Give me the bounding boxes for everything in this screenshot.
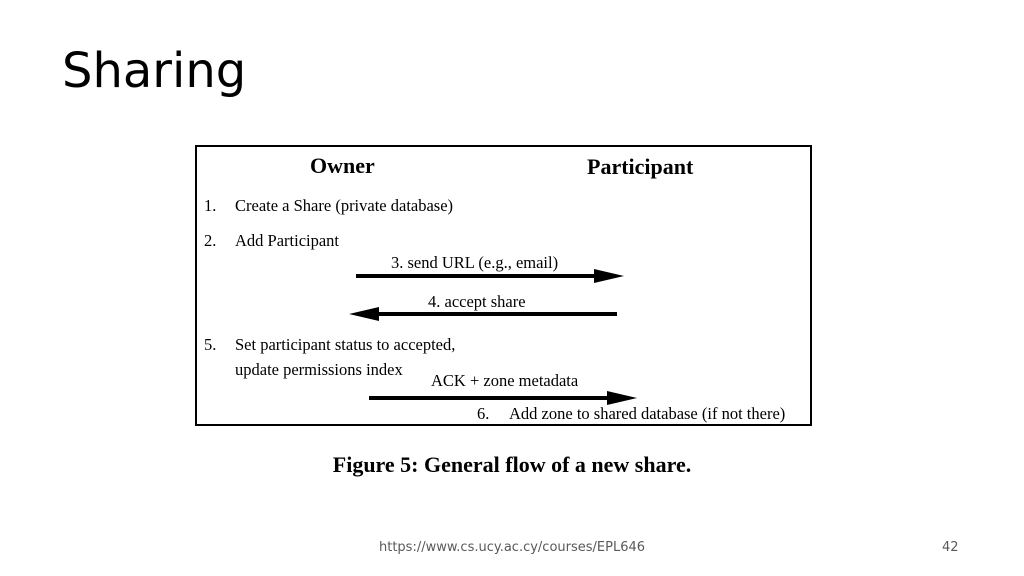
- page-number: 42: [942, 540, 959, 555]
- step2-text: Add Participant: [235, 231, 340, 250]
- accept-share-arrow: [349, 307, 617, 321]
- step3-label: 3. send URL (e.g., email): [391, 253, 559, 272]
- flow-diagram: Owner Participant 1. Create a Share (pri…: [195, 145, 812, 426]
- ack-arrow: [369, 391, 637, 405]
- slide-title: Sharing: [62, 43, 247, 99]
- footer-url: https://www.cs.ucy.ac.cy/courses/EPL646: [378, 540, 646, 555]
- step1-number: 1.: [204, 196, 217, 215]
- step2-number: 2.: [204, 231, 217, 250]
- step5-number: 5.: [204, 335, 217, 354]
- step4-label: 4. accept share: [428, 292, 526, 311]
- owner-header: Owner: [310, 153, 375, 178]
- send-url-arrow: [356, 269, 624, 283]
- step6-number: 6.: [477, 404, 490, 423]
- figure-caption: Figure 5: General flow of a new share.: [332, 452, 692, 477]
- step5-text-line1: Set participant status to accepted,: [235, 335, 456, 354]
- participant-header: Participant: [587, 154, 694, 179]
- ack-label: ACK + zone metadata: [431, 371, 579, 390]
- step6-text: Add zone to shared database (if not ther…: [509, 404, 786, 423]
- step1-text: Create a Share (private database): [235, 196, 454, 215]
- step5-text-line2: update permissions index: [235, 360, 403, 379]
